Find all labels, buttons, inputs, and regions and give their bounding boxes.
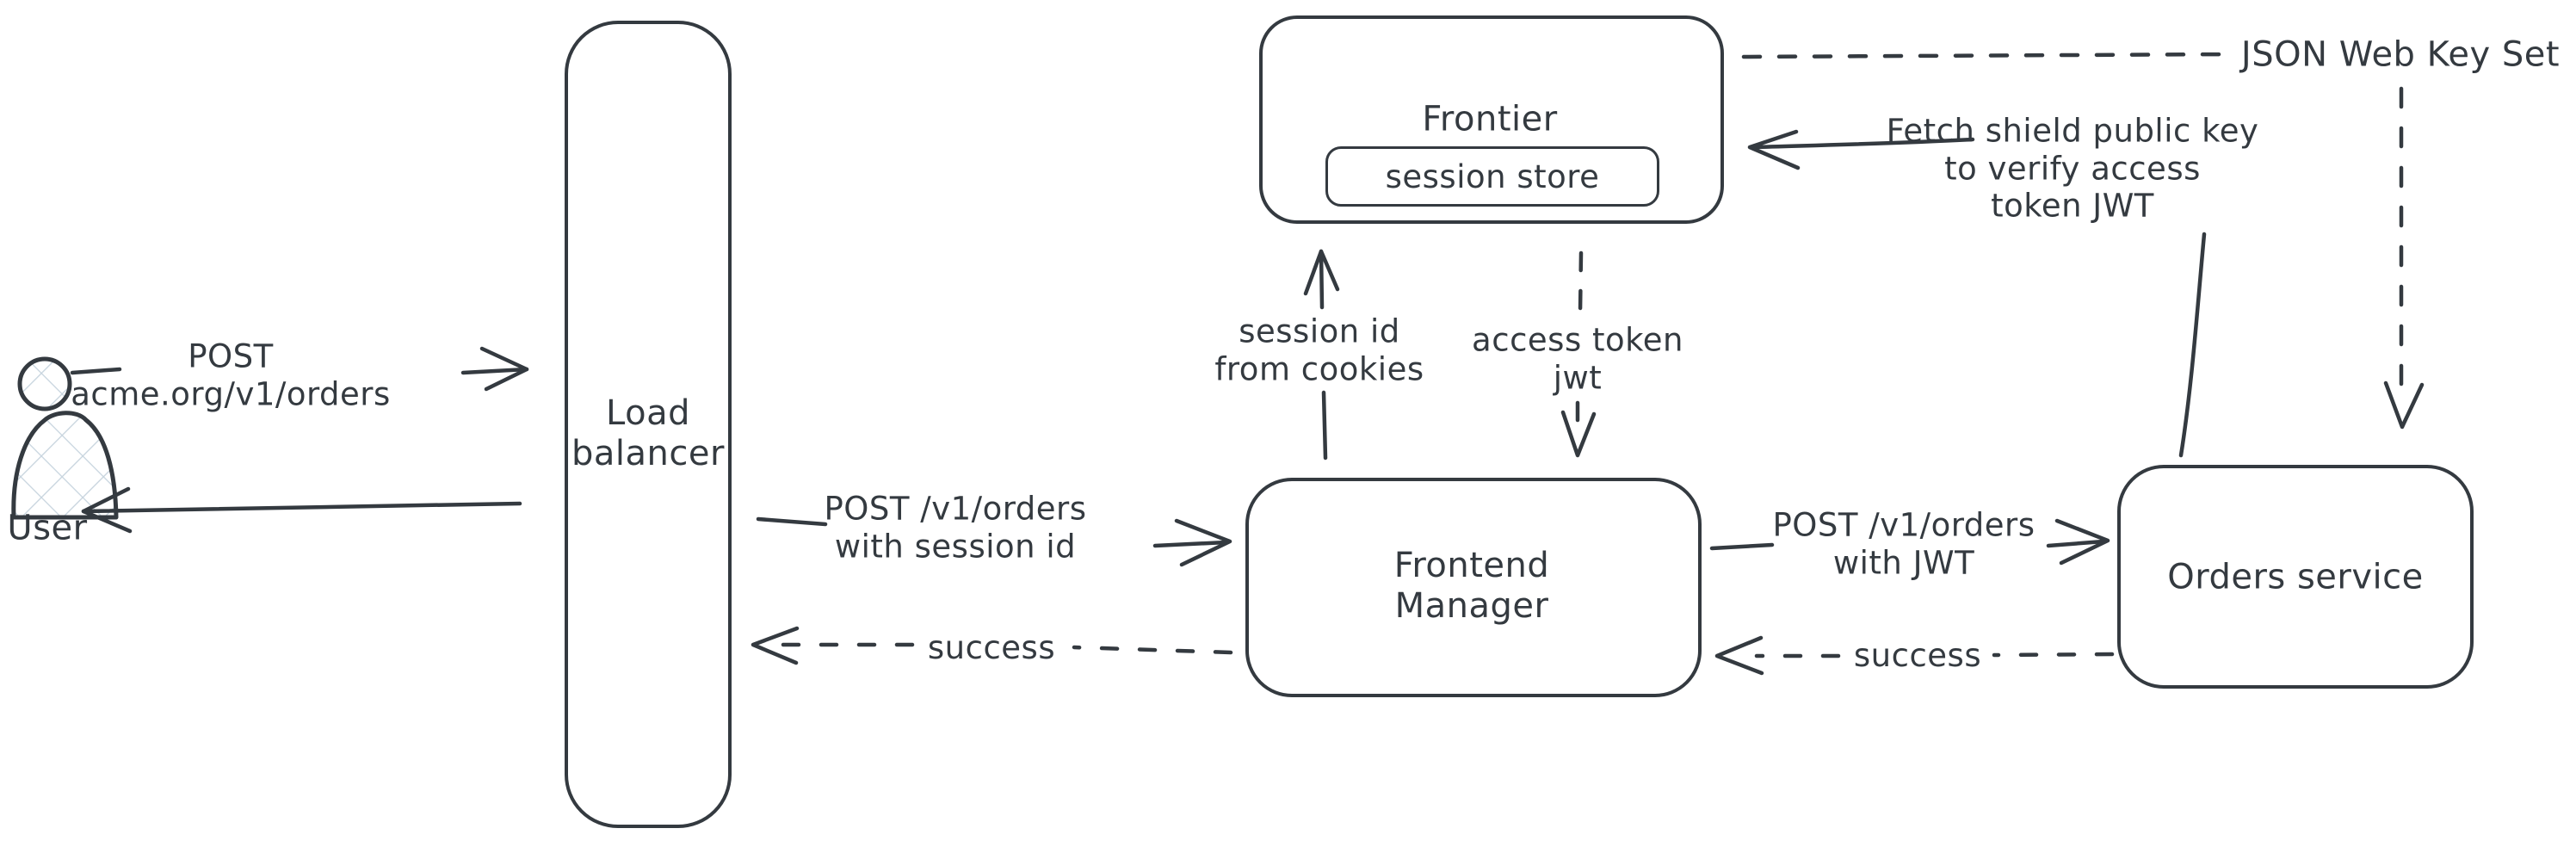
user-label: User bbox=[7, 508, 88, 548]
frontend-manager-label: Frontend Manager bbox=[1394, 546, 1550, 627]
arrow-fm-to-lb-success bbox=[751, 626, 1233, 665]
edge-lb-to-fm-line1: POST /v1/orders bbox=[824, 490, 1087, 528]
frontend-manager-label-line2: Manager bbox=[1394, 586, 1549, 626]
session-store-label: session store bbox=[1385, 158, 1600, 196]
arrow-frontier-to-fm bbox=[1560, 250, 1597, 458]
edge-frontier-to-fm-line2: jwt bbox=[1553, 359, 1603, 396]
arrow-orders-to-frontier bbox=[1747, 129, 2207, 458]
edge-label-user-to-lb: POST acme.org/v1/orders bbox=[71, 337, 391, 412]
edge-lb-to-fm-line2: with session id bbox=[834, 528, 1077, 565]
jwks-dashed-links bbox=[1741, 52, 2425, 430]
edge-label-fm-to-lb-success: success bbox=[927, 629, 1056, 667]
edge-orders-to-frontier-line1: Fetch shield public key bbox=[1886, 112, 2259, 150]
edge-user-to-lb-line1: POST bbox=[188, 337, 274, 375]
edge-orders-to-frontier-line3: token JWT bbox=[1991, 187, 2154, 225]
arrow-lb-to-fm bbox=[756, 516, 1232, 567]
node-session-store bbox=[1325, 146, 1659, 207]
edge-label-orders-to-fm-success: success bbox=[1853, 637, 1982, 675]
edge-label-fm-to-orders: POST /v1/orders with JWT bbox=[1772, 506, 2035, 581]
frontend-manager-label-line1: Frontend bbox=[1393, 545, 1550, 585]
frontier-label: Frontier bbox=[1422, 99, 1558, 139]
edge-label-lb-to-fm: POST /v1/orders with session id bbox=[824, 490, 1086, 565]
arrow-fm-to-orders bbox=[1709, 518, 2110, 566]
arrow-fm-to-frontier bbox=[1303, 249, 1340, 461]
orders-service-label: Orders service bbox=[2167, 557, 2424, 597]
arrow-user-to-lb bbox=[70, 346, 529, 392]
edge-label-fm-to-frontier: session id from cookies bbox=[1214, 312, 1424, 387]
node-frontend-manager bbox=[1245, 478, 1702, 697]
edge-fm-to-frontier-line2: from cookies bbox=[1214, 350, 1424, 387]
jwks-label: JSON Web Key Set bbox=[2240, 34, 2561, 75]
load-balancer-label-line2: balancer bbox=[571, 434, 725, 473]
arrow-orders-to-fm-success bbox=[1714, 635, 2115, 676]
load-balancer-label: Load balancer bbox=[571, 393, 725, 474]
arrow-lb-to-user bbox=[81, 486, 522, 534]
node-orders-service bbox=[2117, 465, 2474, 689]
user-icon bbox=[11, 356, 119, 520]
node-frontier bbox=[1259, 15, 1724, 224]
edge-label-frontier-to-fm: access token jwt bbox=[1472, 321, 1683, 396]
edge-orders-to-frontier-line2: to verify access bbox=[1944, 150, 2201, 188]
edge-fm-to-frontier-line1: session id bbox=[1239, 312, 1400, 350]
edge-user-to-lb-line2: acme.org/v1/orders bbox=[71, 375, 391, 412]
node-load-balancer bbox=[565, 21, 732, 828]
edge-fm-to-orders-line2: with JWT bbox=[1832, 544, 1975, 581]
edge-fm-to-orders-line1: POST /v1/orders bbox=[1772, 506, 2035, 544]
edge-frontier-to-fm-line1: access token bbox=[1472, 321, 1683, 359]
edge-label-orders-to-frontier: Fetch shield public key to verify access… bbox=[1887, 113, 2259, 226]
load-balancer-label-line1: Load bbox=[606, 393, 690, 433]
